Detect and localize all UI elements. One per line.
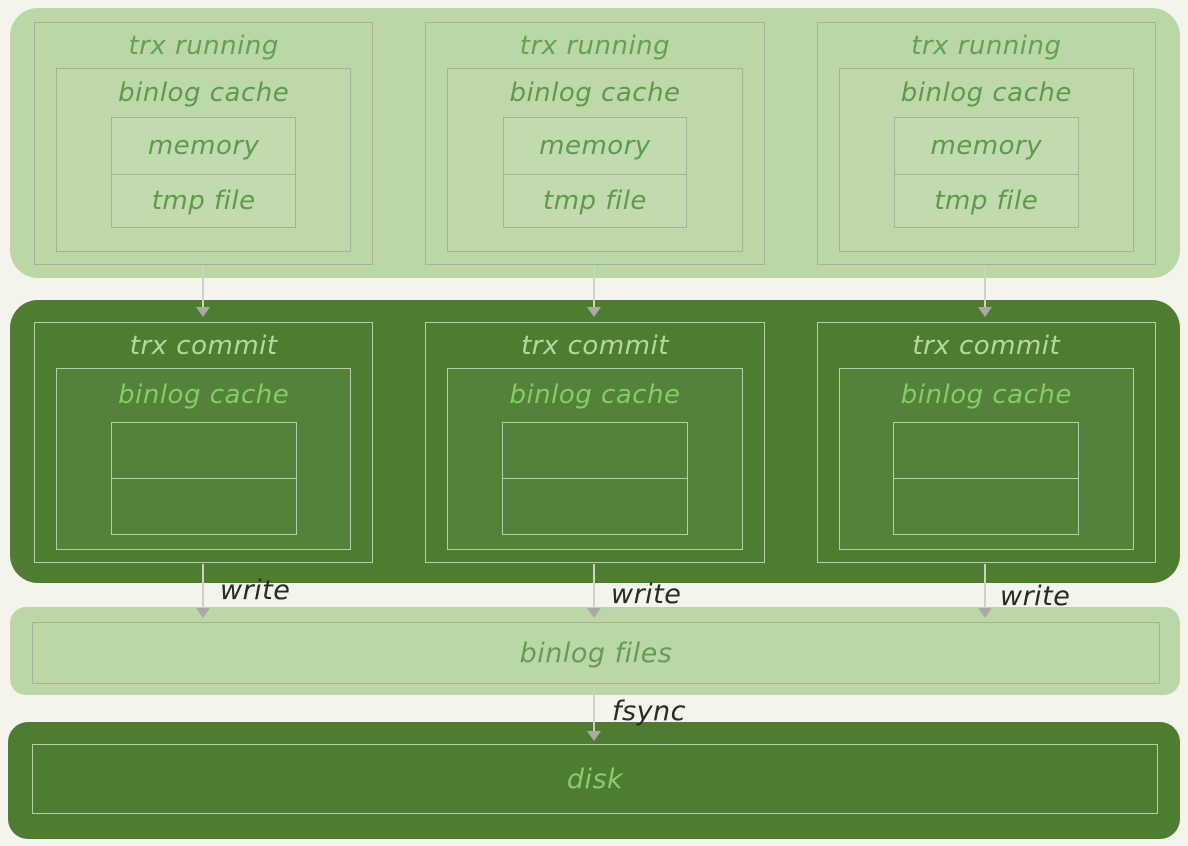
trx-commit-title: trx commit	[521, 331, 669, 361]
arrow-down-icon	[978, 608, 992, 618]
trx-commit-box-3: trx commit binlog cache	[816, 322, 1156, 563]
tmp-file-cell: tmp file	[934, 186, 1039, 216]
trx-running-box-2: trx running binlog cache memory tmp file	[425, 22, 765, 265]
empty-slot	[894, 423, 1079, 479]
binlog-cache-label: binlog cache	[118, 380, 290, 410]
binlog-files-panel: binlog files	[10, 607, 1180, 695]
binlog-cache-label: binlog cache	[900, 380, 1072, 410]
arrow-down-icon	[587, 307, 601, 317]
memory-cell: memory	[503, 118, 687, 175]
binlog-cache-label: binlog cache	[118, 78, 290, 108]
empty-slot	[503, 479, 687, 534]
trx-running-box-3: trx running binlog cache memory tmp file	[816, 22, 1156, 265]
trx-commit-panel: trx commit binlog cache trx commit binlo…	[10, 300, 1180, 583]
trx-running-box-1: trx running binlog cache memory tmp file	[34, 22, 374, 265]
binlog-cache-label: binlog cache	[900, 78, 1072, 108]
trx-commit-box-2: trx commit binlog cache	[425, 322, 765, 563]
trx-commit-title: trx commit	[129, 331, 278, 361]
binlog-files-box: binlog files	[32, 622, 1160, 684]
binlog-cache-label: binlog cache	[509, 78, 681, 108]
memory-cell: memory	[112, 118, 296, 175]
arrow-down-icon	[587, 608, 601, 618]
fsync-label: fsync	[612, 696, 687, 727]
write-label: write	[220, 575, 291, 606]
disk-box: disk	[32, 744, 1158, 814]
trx-running-columns: trx running binlog cache memory tmp file…	[10, 8, 1180, 278]
trx-running-title: trx running	[519, 31, 671, 61]
cache-slots-box	[893, 422, 1080, 535]
trx-running-panel: trx running binlog cache memory tmp file…	[10, 8, 1180, 278]
connector-line	[202, 564, 204, 612]
binlog-cache-box: binlog cache memory tmp file	[56, 68, 352, 252]
binlog-cache-label: binlog cache	[509, 380, 681, 410]
write-label: write	[611, 579, 682, 610]
disk-label: disk	[566, 763, 624, 795]
trx-commit-columns: trx commit binlog cache trx commit binlo…	[10, 300, 1180, 583]
arrow-down-icon	[587, 731, 601, 741]
connector-line	[593, 265, 595, 313]
binlog-cache-box: binlog cache memory tmp file	[838, 68, 1134, 252]
cache-storage-box: memory tmp file	[111, 117, 297, 228]
trx-running-title: trx running	[911, 31, 1062, 61]
connector-line	[593, 564, 595, 612]
trx-running-title: trx running	[128, 31, 279, 61]
write-label: write	[1000, 581, 1071, 612]
empty-slot	[894, 479, 1078, 534]
empty-slot	[112, 479, 296, 534]
tmp-file-cell: tmp file	[151, 186, 256, 216]
arrow-down-icon	[196, 307, 210, 317]
cache-storage-box: memory tmp file	[502, 117, 688, 228]
trx-commit-box-1: trx commit binlog cache	[34, 322, 374, 563]
binlog-cache-box: binlog cache	[56, 368, 352, 550]
connector-line	[593, 686, 595, 734]
connector-line	[202, 265, 204, 313]
empty-slot	[111, 423, 296, 479]
tmp-file-cell: tmp file	[543, 186, 647, 216]
binlog-cache-box: binlog cache memory tmp file	[447, 68, 743, 252]
cache-slots-box	[501, 422, 688, 535]
binlog-cache-box: binlog cache	[447, 368, 743, 550]
connector-line	[984, 265, 986, 313]
trx-commit-title: trx commit	[912, 331, 1061, 361]
connector-line	[984, 564, 986, 612]
binlog-files-label: binlog files	[519, 637, 673, 669]
arrow-down-icon	[196, 608, 210, 618]
cache-slots-box	[110, 422, 297, 535]
disk-panel: disk	[8, 722, 1180, 839]
binlog-cache-box: binlog cache	[838, 368, 1134, 550]
cache-storage-box: memory tmp file	[893, 117, 1079, 228]
memory-cell: memory	[894, 118, 1078, 175]
empty-slot	[502, 423, 687, 479]
arrow-down-icon	[978, 307, 992, 317]
